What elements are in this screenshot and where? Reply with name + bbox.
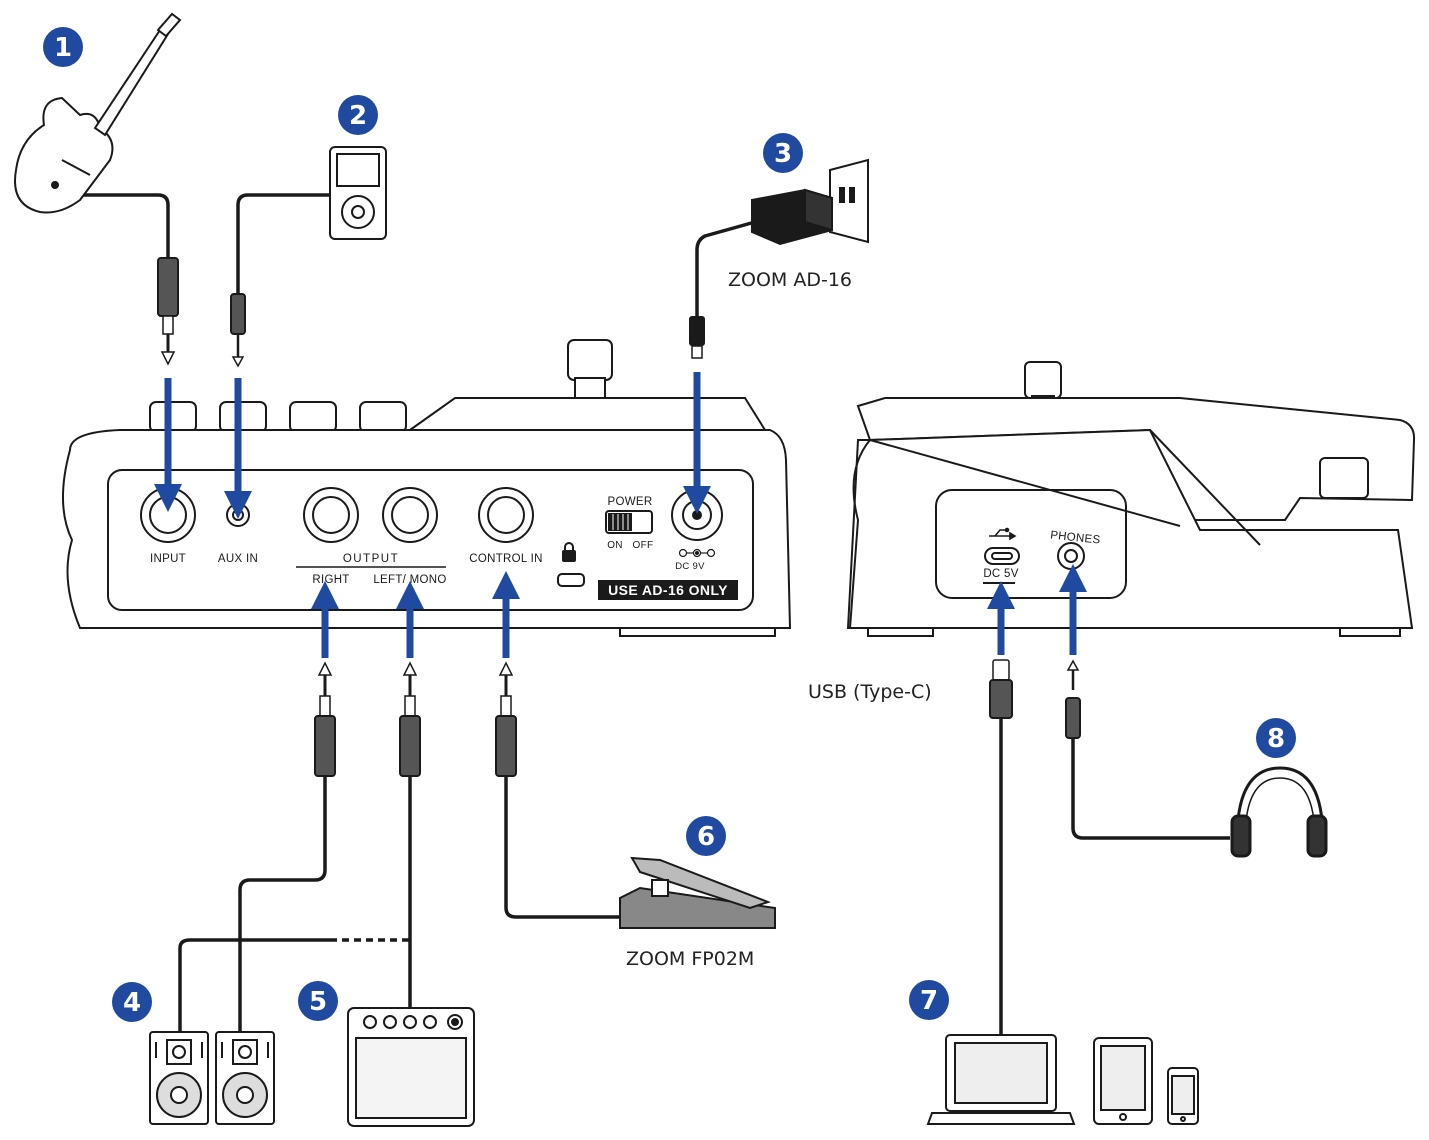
label-right: RIGHT xyxy=(312,574,349,586)
tablet-icon xyxy=(1093,1037,1153,1125)
speaker-icon xyxy=(215,1031,275,1125)
label-left-mono: LEFT/ MONO xyxy=(373,574,446,586)
label-power: POWER xyxy=(608,496,653,508)
speaker-icon xyxy=(149,1031,209,1125)
badge-4: 4 xyxy=(112,982,152,1022)
power-adapter-icon xyxy=(751,158,869,246)
output-right-jack[interactable] xyxy=(303,487,359,543)
plug-aux xyxy=(230,293,246,368)
amplifier-icon xyxy=(347,1007,475,1127)
plug-input xyxy=(157,257,179,366)
expression-pedal-icon xyxy=(619,856,776,929)
plug-usb xyxy=(989,659,1013,719)
plug-dc xyxy=(689,316,705,359)
badge-8: 8 xyxy=(1256,718,1296,758)
badge-7: 7 xyxy=(909,980,949,1020)
label-dc-rating: DC 9V xyxy=(675,561,705,572)
label-dc-5v: DC 5V xyxy=(983,568,1018,580)
plug-left xyxy=(399,661,421,777)
security-slot xyxy=(557,573,585,587)
plugs xyxy=(157,257,1081,777)
label-on: ON xyxy=(607,540,623,551)
usb-c-port[interactable] xyxy=(984,547,1020,565)
svg-text:3: 3 xyxy=(774,139,792,169)
badge-1: 1 xyxy=(43,27,83,67)
control-in-jack[interactable] xyxy=(478,487,534,543)
badge-3: 3 xyxy=(763,133,803,173)
usb-icon xyxy=(989,527,1017,541)
plug-control xyxy=(495,661,517,777)
label-usb: USB (Type-C) xyxy=(808,681,932,703)
label-adapter: ZOOM AD-16 xyxy=(728,269,852,291)
music-player-icon xyxy=(329,146,387,240)
aux-in-jack[interactable] xyxy=(226,503,250,527)
svg-text:2: 2 xyxy=(349,101,367,131)
arrows xyxy=(154,372,1087,658)
svg-text:5: 5 xyxy=(309,987,327,1017)
laptop-icon xyxy=(926,1034,1076,1125)
side-jacks xyxy=(983,542,1085,584)
label-pedal: ZOOM FP02M xyxy=(626,948,754,970)
svg-text:4: 4 xyxy=(123,988,141,1018)
svg-text:1: 1 xyxy=(54,33,72,63)
label-aux-in: AUX IN xyxy=(218,553,258,565)
label-output: OUTPUT xyxy=(343,553,399,565)
lock-icon xyxy=(562,542,576,562)
phone-icon xyxy=(1167,1067,1199,1125)
plug-phones xyxy=(1065,659,1081,739)
label-phones: PHONES xyxy=(1050,529,1101,546)
svg-text:7: 7 xyxy=(920,986,938,1016)
dc-polarity-icon xyxy=(678,548,716,558)
plug-right xyxy=(314,661,336,777)
guitar-icon xyxy=(14,12,182,214)
badge-6: 6 xyxy=(686,816,726,856)
side-unit xyxy=(846,361,1416,637)
phones-jack[interactable] xyxy=(1057,542,1085,570)
badge-2: 2 xyxy=(338,95,378,135)
headphones-icon xyxy=(1230,766,1328,858)
warning-box xyxy=(598,580,738,600)
svg-text:8: 8 xyxy=(1267,724,1285,754)
label-off: OFF xyxy=(633,540,654,551)
label-warning: USE AD-16 ONLY xyxy=(608,582,728,598)
output-left-jack[interactable] xyxy=(382,487,438,543)
svg-text:6: 6 xyxy=(697,822,715,852)
label-input: INPUT xyxy=(150,553,186,565)
badge-5: 5 xyxy=(298,981,338,1021)
cables xyxy=(75,193,1230,1035)
power-switch[interactable] xyxy=(605,510,653,534)
label-control-in: CONTROL IN xyxy=(469,553,543,565)
